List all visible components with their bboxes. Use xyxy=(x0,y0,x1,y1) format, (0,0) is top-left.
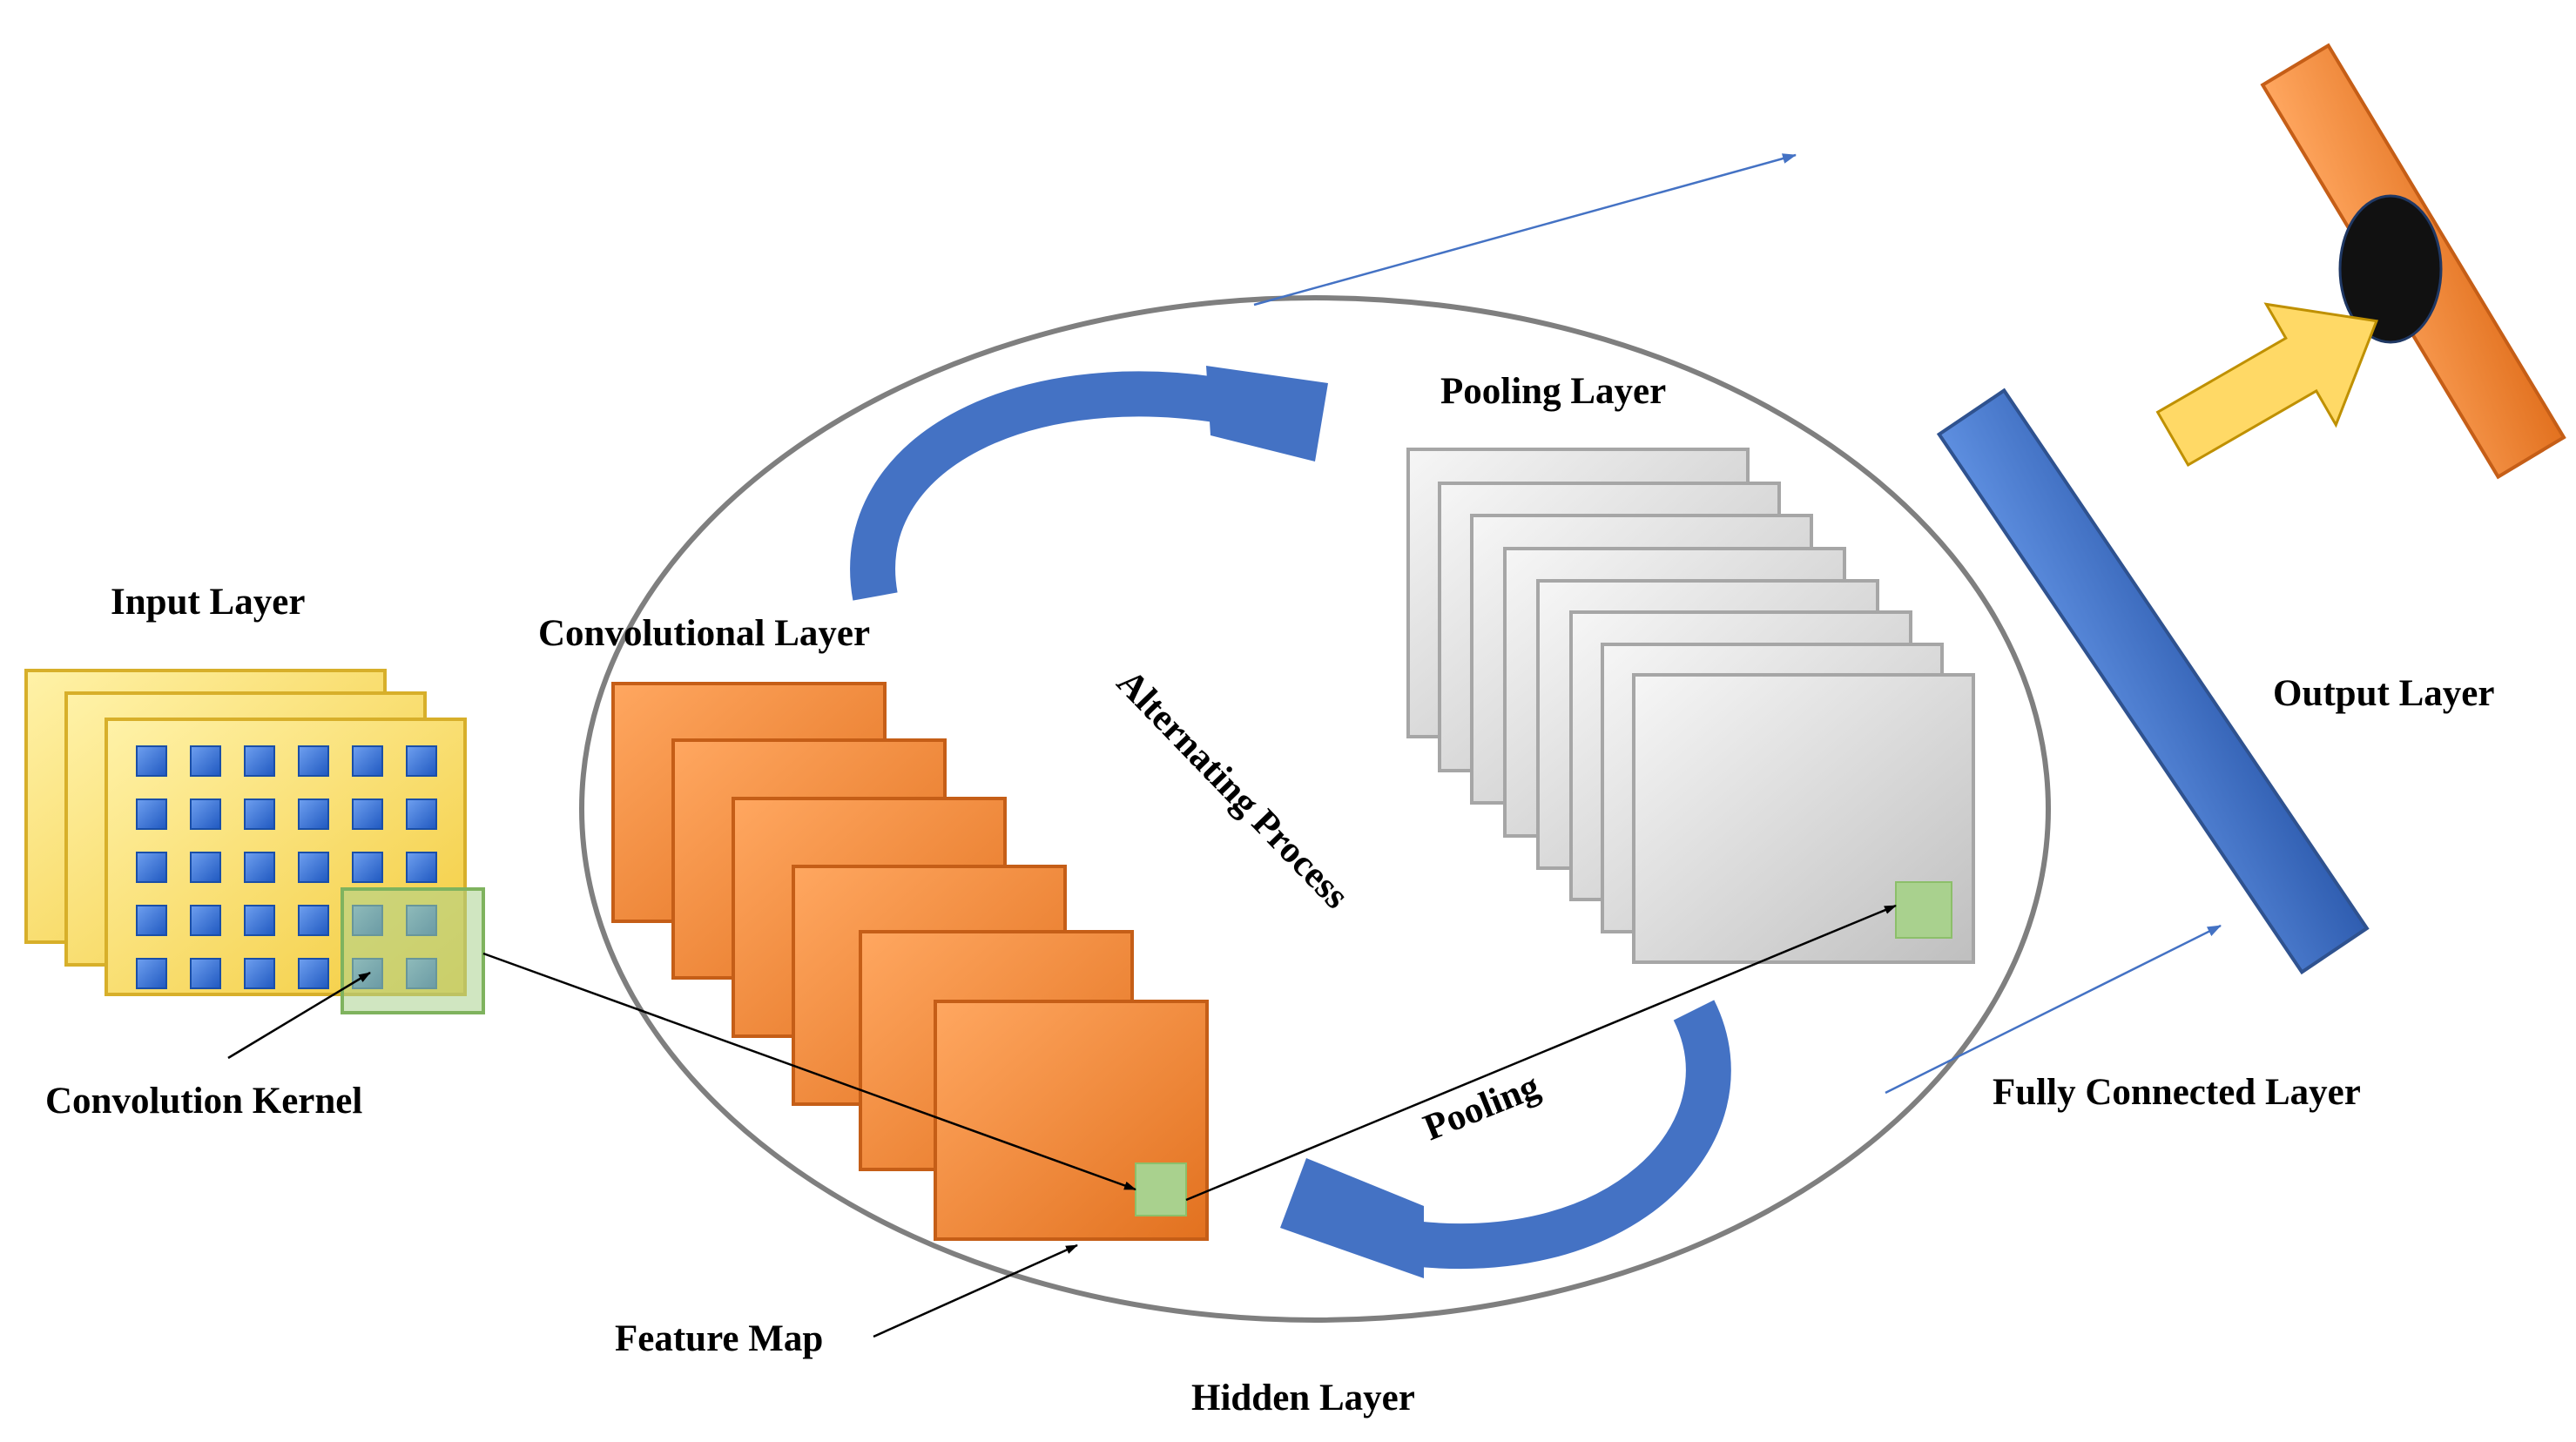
input-cell xyxy=(190,958,221,989)
input-cell xyxy=(136,905,167,936)
input-cell xyxy=(190,852,221,883)
feature-map-label: Feature Map xyxy=(615,1318,824,1359)
input-cell xyxy=(352,852,383,883)
pooling-layer-stack xyxy=(1406,448,1975,964)
input-layer-label: Input Layer xyxy=(111,582,306,623)
input-cell xyxy=(298,958,329,989)
input-cell xyxy=(244,905,275,936)
input-cell xyxy=(406,852,437,883)
input-cell xyxy=(190,798,221,830)
fully-connected-layer-bar xyxy=(1936,387,2370,975)
kernel-label-pointer xyxy=(227,971,371,1060)
fc-upper-projection-line xyxy=(1253,153,1797,307)
cycle-arrow-top xyxy=(850,366,1328,601)
input-cell xyxy=(352,798,383,830)
kernel-to-feature-map-arrow xyxy=(482,952,1136,1191)
input-cell xyxy=(406,745,437,777)
cycle-arrow-bottom xyxy=(1280,1000,1731,1278)
feature-map-cell xyxy=(1135,1162,1187,1216)
input-cell xyxy=(298,798,329,830)
output-layer-label: Output Layer xyxy=(2273,673,2495,714)
input-cell xyxy=(136,958,167,989)
hidden-layer-label: Hidden Layer xyxy=(1191,1378,1415,1418)
input-cell xyxy=(298,905,329,936)
output-input-arrow xyxy=(2155,302,2379,468)
input-cell xyxy=(406,798,437,830)
input-cell xyxy=(190,905,221,936)
input-cell xyxy=(136,745,167,777)
input-cell xyxy=(244,958,275,989)
input-cell xyxy=(352,745,383,777)
convolution-kernel xyxy=(341,887,485,1014)
convolutional-layer-label: Convolutional Layer xyxy=(538,613,871,654)
input-cell xyxy=(244,745,275,777)
output-node xyxy=(2338,194,2443,344)
input-cell xyxy=(244,798,275,830)
pooling-layer-label: Pooling Layer xyxy=(1440,371,1667,412)
input-cell xyxy=(136,852,167,883)
input-cell xyxy=(244,852,275,883)
fully-connected-layer-label: Fully Connected Layer xyxy=(1993,1072,2361,1113)
hidden-layer-ellipse xyxy=(579,295,2051,1323)
convolutional-layer-stack xyxy=(611,682,1209,1241)
fc-lower-projection-line xyxy=(1885,924,2222,1095)
feature-map-label-pointer xyxy=(873,1243,1078,1338)
convolution-kernel-label: Convolution Kernel xyxy=(45,1081,363,1122)
feature-map-to-pool-arrow xyxy=(1185,904,1897,1202)
input-cell xyxy=(190,745,221,777)
input-cell xyxy=(298,745,329,777)
pooled-cell xyxy=(1895,881,1952,939)
input-cell xyxy=(136,798,167,830)
input-cell xyxy=(298,852,329,883)
